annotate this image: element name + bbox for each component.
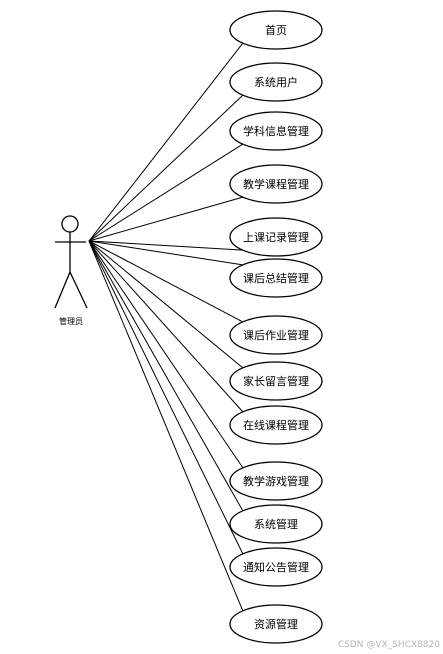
use-case-label: 通知公告管理 <box>243 560 309 574</box>
use-case-label: 首页 <box>265 23 287 37</box>
association-line <box>88 240 244 555</box>
actor-right-leg <box>69 271 88 309</box>
use-case-ellipse <box>229 62 323 102</box>
use-case-ellipse <box>229 10 323 50</box>
use-case: 家长留言管理 <box>229 361 323 401</box>
association-line <box>88 240 244 413</box>
use-case-label: 在线课程管理 <box>243 418 309 432</box>
use-case: 系统用户 <box>229 62 323 102</box>
association-line <box>88 240 244 512</box>
use-case-label: 家长留言管理 <box>243 374 309 388</box>
use-case-label: 系统管理 <box>254 517 298 531</box>
use-case-label: 资源管理 <box>254 617 298 631</box>
actor-label: 管理员 <box>59 316 83 326</box>
use-case-ellipse <box>229 258 323 298</box>
association-line <box>88 240 244 323</box>
use-case-label: 学科信息管理 <box>243 124 309 138</box>
use-case-label: 教学游戏管理 <box>243 474 309 488</box>
use-case: 教学课程管理 <box>229 164 323 204</box>
watermark-text: CSDN @VX_SHCX8820 <box>338 640 440 650</box>
use-case: 通知公告管理 <box>229 547 323 587</box>
use-case: 教学游戏管理 <box>229 461 323 501</box>
association-line <box>88 42 244 242</box>
use-case: 系统管理 <box>229 504 323 544</box>
use-case: 学科信息管理 <box>229 111 323 151</box>
association-line <box>88 94 244 242</box>
association-line <box>88 196 244 242</box>
use-case: 课后作业管理 <box>229 315 323 355</box>
use-case: 首页 <box>229 10 323 50</box>
use-case-ellipse <box>229 405 323 445</box>
use-case-ellipse <box>229 111 323 151</box>
use-case-label: 课后总结管理 <box>243 271 309 285</box>
use-case-label: 课后作业管理 <box>243 328 309 342</box>
association-line <box>88 240 244 369</box>
actor-head <box>61 215 79 233</box>
association-line <box>88 240 243 251</box>
association-lines <box>88 42 244 612</box>
actor-left-leg <box>54 271 71 309</box>
use-case-ellipse <box>229 604 323 644</box>
use-case-ellipse <box>229 461 323 501</box>
association-line <box>88 240 244 612</box>
use-case-ellipse <box>229 315 323 355</box>
use-case-ellipse <box>229 164 323 204</box>
use-case-ellipse <box>229 504 323 544</box>
use-case-ellipse <box>229 361 323 401</box>
actor-admin: 管理员 <box>54 215 88 326</box>
use-case-group: 首页系统用户学科信息管理教学课程管理上课记录管理课后总结管理课后作业管理家长留言… <box>229 10 323 644</box>
use-case: 在线课程管理 <box>229 405 323 445</box>
use-case-label: 上课记录管理 <box>243 230 309 244</box>
use-case-ellipse <box>229 217 323 257</box>
use-case: 上课记录管理 <box>229 217 323 257</box>
use-case-label: 教学课程管理 <box>243 177 309 191</box>
association-line <box>88 240 244 469</box>
use-case: 课后总结管理 <box>229 258 323 298</box>
use-case-ellipse <box>229 547 323 587</box>
association-line <box>88 240 243 266</box>
use-case-label: 系统用户 <box>254 75 298 89</box>
use-case: 资源管理 <box>229 604 323 644</box>
association-line <box>88 143 244 242</box>
